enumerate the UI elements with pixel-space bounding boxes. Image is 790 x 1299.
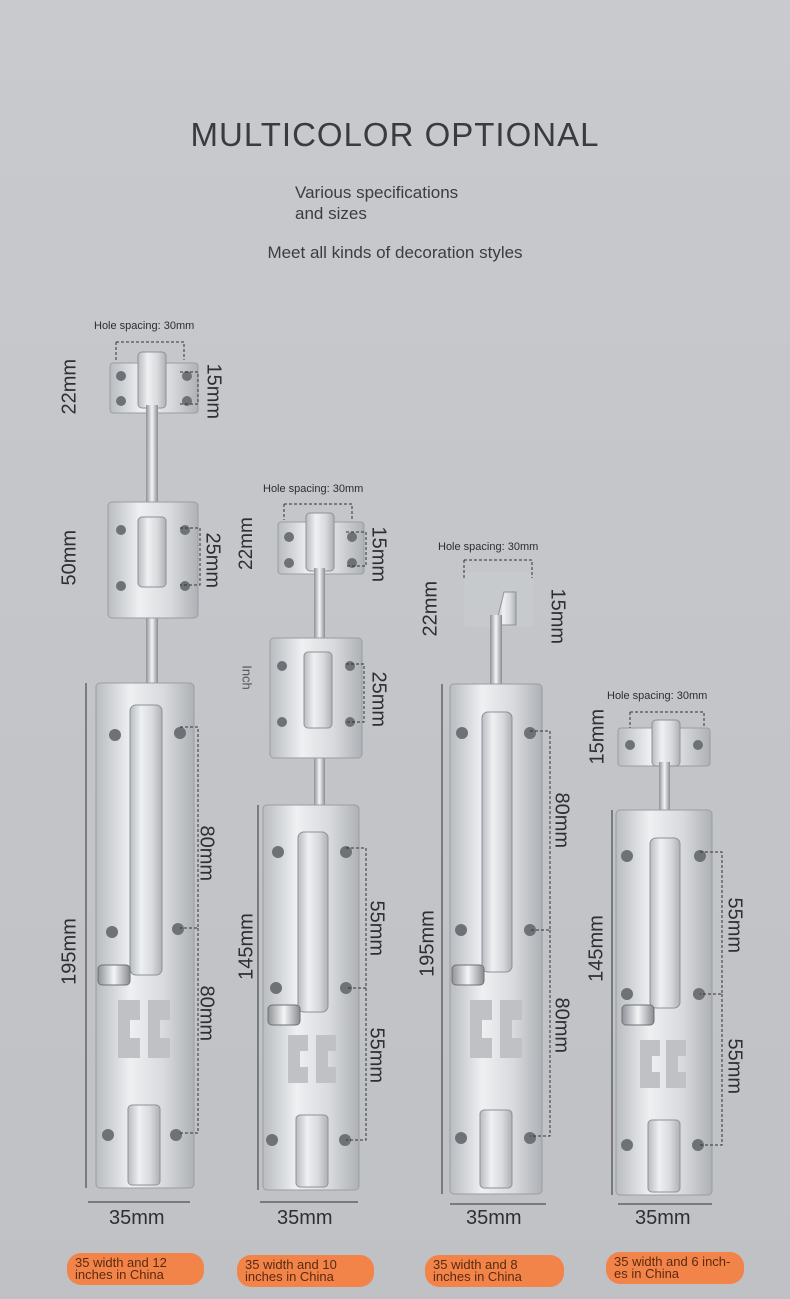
size-badge: 35 width and 6 inch- es in China [606,1252,744,1284]
dim-body-length: 145mm [235,913,258,980]
width-label: 35mm [466,1207,522,1229]
dim-body-length: 195mm [58,918,81,985]
width-label: 35mm [277,1207,333,1229]
dim-top-hole: 15mm [202,363,225,420]
dim-top-height: 22mm [58,358,81,415]
dim-mid-hole: 25mm [201,532,224,589]
page-title: MULTICOLOR OPTIONAL [190,116,600,153]
bolt-knob [97,964,131,986]
subtitle-line-2: and sizes [295,204,367,223]
size-badge: 35 width and 12 inches in China [67,1253,204,1285]
dim-top-height: 22mm [236,517,257,570]
hole-spacing-label: Hole spacing: 30mm [607,690,708,702]
dim-hole-a: 80mm [195,825,218,882]
dim-hole-a: 55mm [723,897,746,954]
dim-hole-b: 80mm [550,997,573,1054]
top-keeper-sleeve [137,351,167,409]
dim-hole-a: 80mm [550,792,573,849]
hole-spacing-label: Hole spacing: 30mm [94,320,195,332]
bolt-12-inch [85,341,201,1203]
tagline: Meet all kinds of decoration styles [267,243,523,262]
hole-spacing-label: Hole spacing: 30mm [263,483,364,495]
dim-body-length: 145mm [585,915,608,982]
dim-hole-b: 80mm [195,985,218,1042]
bolt-6-inch [611,711,723,1205]
dim-top-height: 22mm [419,580,442,637]
dim-mid-height: 50mm [58,529,81,586]
dim-top-height: 15mm [586,708,609,765]
subtitle-line-1: Various specifications [295,183,459,202]
hole-spacing-label: Hole spacing: 30mm [438,541,539,553]
subtitle: Various specifications and sizes [295,182,495,224]
dim-mid-label: Inch [239,665,255,690]
width-label: 35mm [635,1207,691,1229]
dim-mid-hole: 25mm [367,671,390,728]
size-badge: 35 width and 8 inches in China [425,1255,564,1287]
bolt-8-inch [441,559,551,1205]
dim-top-hole: 15mm [367,526,390,583]
dim-hole-a: 55mm [365,900,388,957]
dim-hole-b: 55mm [723,1038,746,1095]
bolt-10-inch [257,503,367,1203]
width-label: 35mm [109,1207,165,1229]
dim-top-hole: 15mm [546,588,569,645]
size-badge: 35 width and 10 inches in China [237,1255,374,1287]
dim-hole-b: 55mm [365,1027,388,1084]
dim-body-length: 195mm [416,910,439,977]
